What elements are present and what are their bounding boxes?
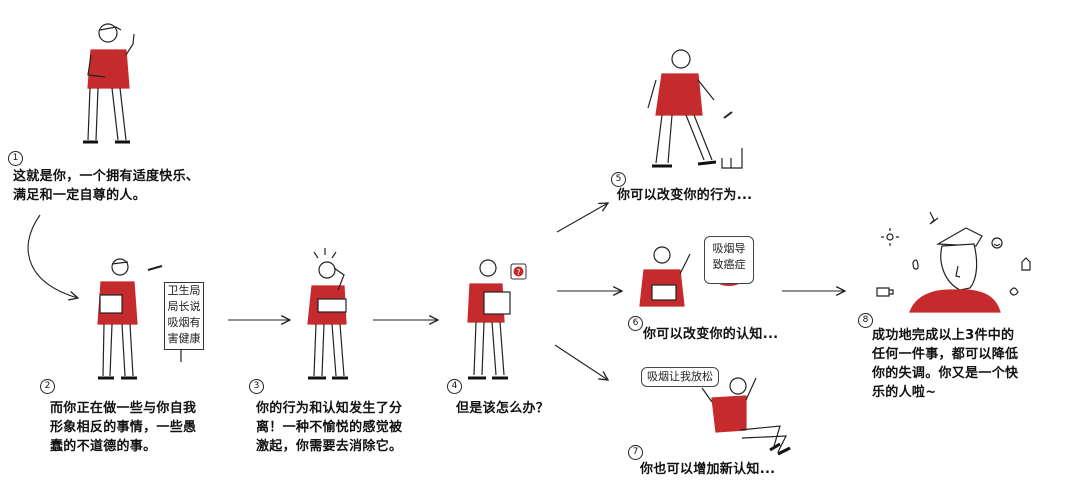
step-caption-3: 你的行为和认知发生了分 离！一种不愉悦的感觉被 激起，你需要去消除它。 [256, 401, 403, 454]
step-caption-6: 你可以改变你的认知... [643, 327, 779, 342]
question-badge-text: ? [516, 268, 520, 277]
figure-1-person-waving [83, 23, 135, 144]
step-caption-5: 你可以改变你的行为... [617, 188, 753, 203]
arrow-4-to-5 [556, 203, 608, 233]
figure-5-walking-person [647, 49, 743, 169]
health-official-sign: 卫生局 局长说 吸烟有 害健康 [164, 282, 204, 350]
crossed-belief-bubble: 吸烟导 致癌症 [704, 236, 754, 284]
step-caption-8: 成功地完成以上3件中的 任何一件事，都可以降低 你的失调。你又是一个快 乐的人啦… [872, 328, 1019, 400]
step-caption-1: 这就是你，一个拥有适度快乐、 满足和一定自尊的人。 [13, 169, 200, 203]
step-number-8: 8 [858, 313, 873, 328]
step-caption-4: 但是该怎么办？ [456, 401, 550, 416]
step-caption-2: 而你正在做一些与你自我 形象相反的事情，一些愚 蠢的不道德的事。 [50, 401, 197, 454]
step-number-2: 2 [40, 379, 55, 394]
step-number-5: 5 [611, 172, 626, 187]
figure-3-confused-person [307, 248, 348, 380]
step-number-3: 3 [249, 379, 264, 394]
step-number-4: 4 [447, 379, 462, 394]
question-badge-dot [513, 266, 524, 277]
figure-8-happy-person [876, 211, 1031, 313]
figure-2-person-with-book [97, 258, 182, 380]
figure-4-thinking-person [467, 259, 511, 380]
arrow-1-to-2 [27, 214, 78, 298]
arrow-4-to-7 [554, 344, 608, 380]
step-number-7: 7 [628, 445, 643, 460]
step-number-6: 6 [628, 316, 643, 331]
step-number-1: 1 [8, 151, 23, 166]
new-belief-bubble: 吸烟让我放松 [641, 367, 719, 387]
figure-7-relaxed-person [701, 377, 791, 456]
step-caption-7: 你也可以增加新认知... [640, 462, 776, 477]
figure-6-person-reasoning [639, 246, 691, 307]
